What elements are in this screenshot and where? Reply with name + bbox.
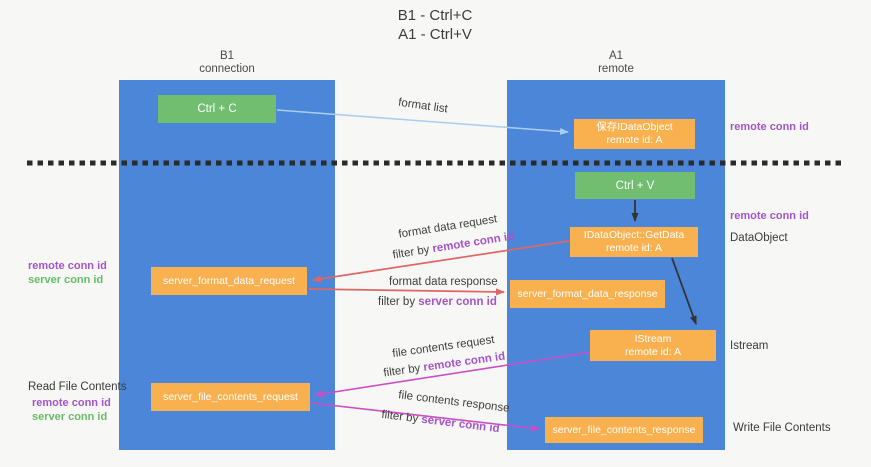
- server-file-contents-request-box: server_file_contents_request: [151, 383, 310, 411]
- format-data-response-arrow: [308, 288, 505, 296]
- istream-box: IStream remote id: A: [590, 330, 716, 361]
- ctrl-v-box: Ctrl + V: [575, 172, 695, 199]
- server-conn-id-text-1: server conn id: [418, 296, 497, 308]
- server-format-data-response-box: server_format_data_response: [510, 280, 665, 308]
- file-contents-response-label: file contents response: [397, 389, 511, 415]
- dataobject-label: DataObject: [730, 232, 788, 244]
- server-file-contents-request-label: server_file_contents_request: [163, 390, 298, 403]
- format-data-response-filter-label: filter by server conn id: [378, 296, 497, 308]
- column-a1-name: A1: [608, 50, 624, 62]
- format-list-label: format list: [397, 96, 449, 116]
- diagram-title: B1 - Ctrl+C A1 - Ctrl+V: [335, 6, 535, 44]
- server-conn-id-text-2: server conn id: [420, 413, 501, 436]
- write-file-contents-label: Write File Contents: [733, 422, 831, 434]
- server-file-contents-response-label: server_file_contents_response: [552, 423, 696, 436]
- filter-by-text-2: filter by: [378, 296, 416, 308]
- ctrl-c-label: Ctrl + C: [197, 103, 237, 115]
- filter-by-text-4: filter by: [380, 408, 419, 426]
- column-header-a1: A1 remote: [507, 50, 725, 76]
- getdata-line2: remote id: A: [605, 242, 663, 254]
- right-remote-conn-id-top-label: remote conn id: [730, 121, 809, 133]
- left-server-conn-id-top-label: server conn id: [28, 274, 104, 286]
- column-a1-subtitle: remote: [598, 63, 634, 75]
- column-b1-subtitle: connection: [199, 63, 255, 75]
- getdata-line1: IDataObject::GetData: [583, 229, 685, 241]
- server-format-data-request-label: server_format_data_request: [163, 274, 295, 287]
- format-data-response-label: format data response: [389, 276, 498, 288]
- left-remote-conn-id-top-label: remote conn id: [28, 260, 107, 272]
- title-line-1: B1 - Ctrl+C: [397, 7, 473, 24]
- save-dataobject-line2: remote id: A: [606, 134, 663, 146]
- server-format-data-response-label: server_format_data_response: [517, 287, 658, 300]
- right-remote-conn-id-mid-label: remote conn id: [730, 210, 809, 222]
- left-remote-conn-id-bottom-label: remote conn id: [32, 397, 111, 409]
- column-b1-name: B1: [219, 50, 235, 62]
- ctrl-c-box: Ctrl + C: [158, 95, 276, 123]
- filter-by-text-1: filter by: [391, 243, 431, 262]
- title-line-2: A1 - Ctrl+V: [398, 26, 472, 43]
- server-file-contents-response-box: server_file_contents_response: [545, 417, 703, 443]
- save-dataobject-box: 保存IDataObject remote id: A: [574, 119, 695, 149]
- remote-conn-id-text-1: remote conn id: [431, 230, 515, 256]
- istream-side-label: Istream: [730, 340, 769, 352]
- left-server-conn-id-bottom-label: server conn id: [32, 411, 108, 423]
- read-file-contents-label: Read File Contents: [28, 381, 127, 393]
- istream-line2: remote id: A: [624, 345, 682, 358]
- getdata-box: IDataObject::GetData remote id: A: [570, 227, 698, 257]
- istream-line1: IStream: [634, 332, 672, 345]
- ctrl-v-label: Ctrl + V: [615, 179, 655, 192]
- save-dataobject-line1: 保存IDataObject: [596, 121, 673, 133]
- server-format-data-request-box: server_format_data_request: [151, 267, 307, 295]
- filter-by-text-3: filter by: [382, 362, 422, 380]
- column-header-b1: B1 connection: [119, 50, 335, 76]
- file-contents-response-filter-label: filter by server conn id: [381, 409, 500, 435]
